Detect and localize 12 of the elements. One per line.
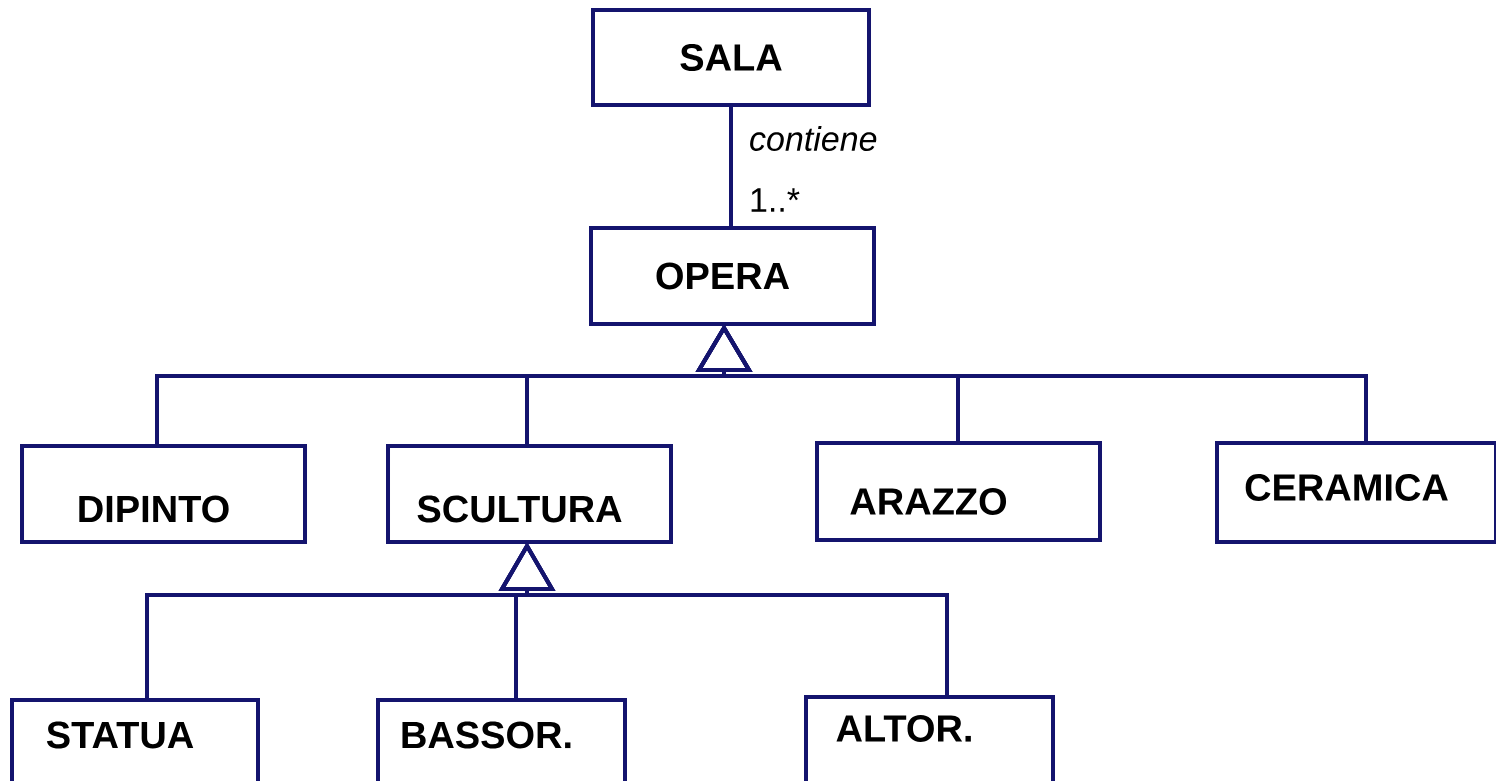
class-box: ARAZZO <box>815 441 1102 542</box>
class-box: DIPINTO <box>20 444 307 544</box>
class-box: STATUA <box>10 698 260 781</box>
edge-label: contiene <box>750 126 877 151</box>
class-box: CERAMICA <box>1215 441 1496 544</box>
class-box: BASSOR. <box>376 698 627 781</box>
class-box: OPERA <box>589 226 876 326</box>
multiplicity-label: 1..* <box>751 188 800 212</box>
class-box: ALTOR. <box>804 695 1055 781</box>
class-box: SALA <box>591 8 871 107</box>
association-line <box>729 105 733 228</box>
class-box: SCULTURA <box>386 444 673 544</box>
